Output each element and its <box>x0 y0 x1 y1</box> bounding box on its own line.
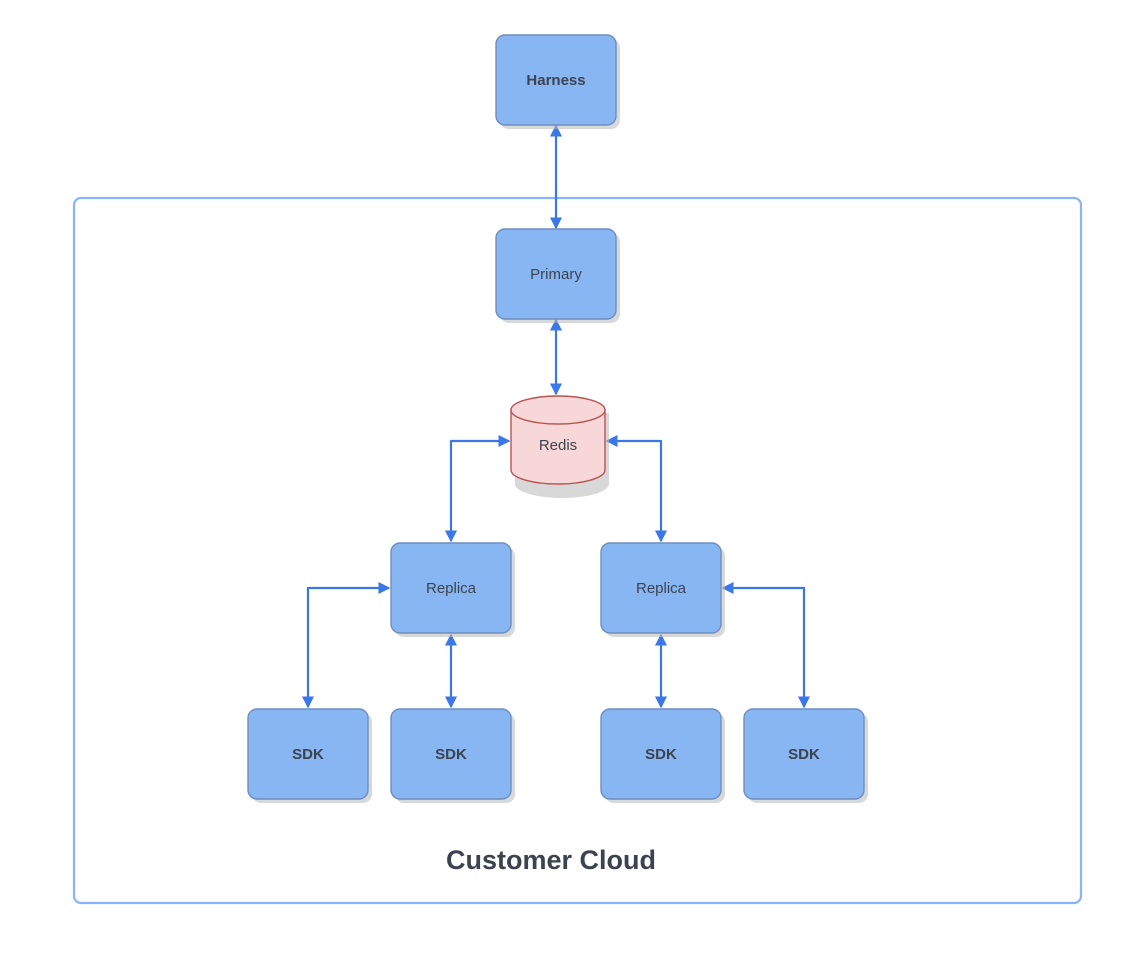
node-replica-right[interactable]: Replica <box>600 542 725 637</box>
sdk-2-label: SDK <box>435 746 467 763</box>
connector-replica-left-sdk-1 <box>301 581 391 709</box>
connector-redis-replica-right <box>605 434 668 543</box>
connector-replica-right-sdk-4 <box>721 581 811 709</box>
node-harness[interactable]: Harness <box>495 34 620 129</box>
node-sdk-2[interactable]: SDK <box>390 708 515 803</box>
sdk-2-box[interactable] <box>390 708 512 800</box>
harness-label: Harness <box>526 72 585 89</box>
sdk-3-label: SDK <box>645 746 677 763</box>
replica-left-box[interactable] <box>390 542 512 634</box>
redis-cylinder-top <box>510 395 606 425</box>
node-primary[interactable]: Primary <box>495 228 620 323</box>
primary-label: Primary <box>530 266 582 283</box>
node-replica-left[interactable]: Replica <box>390 542 515 637</box>
sdk-3-box[interactable] <box>600 708 722 800</box>
redis-cylinder[interactable] <box>510 395 606 485</box>
customer-cloud-label: Customer Cloud <box>446 845 656 875</box>
sdk-1-label: SDK <box>292 746 324 763</box>
replica-left-label: Replica <box>426 580 477 597</box>
node-sdk-3[interactable]: SDK <box>600 708 725 803</box>
replica-right-label: Replica <box>636 580 687 597</box>
connector-layer <box>301 124 811 709</box>
sdk-4-label: SDK <box>788 746 820 763</box>
harness-box[interactable] <box>495 34 617 126</box>
node-sdk-1[interactable]: SDK <box>247 708 372 803</box>
sdk-4-box[interactable] <box>743 708 865 800</box>
connector-redis-replica-left <box>444 434 511 543</box>
primary-box[interactable] <box>495 228 617 320</box>
replica-right-box[interactable] <box>600 542 722 634</box>
redis-cylinder-body <box>510 409 606 485</box>
node-sdk-4[interactable]: SDK <box>743 708 868 803</box>
node-redis[interactable]: Redis <box>510 395 609 498</box>
redis-label: Redis <box>539 437 577 454</box>
sdk-1-box[interactable] <box>247 708 369 800</box>
